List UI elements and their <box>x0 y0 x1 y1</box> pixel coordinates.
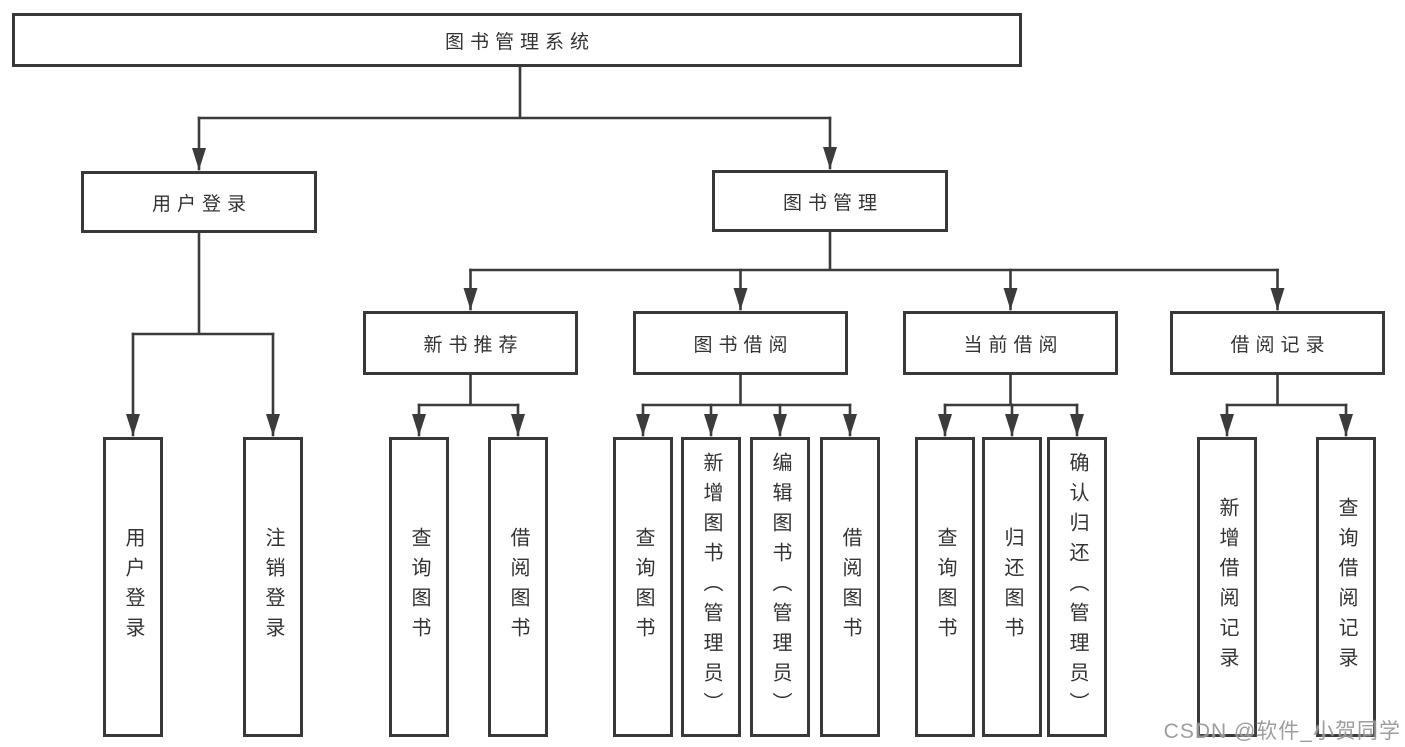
node-user-login: 用户登录 <box>81 171 317 233</box>
leaf-borrow-add-book: 新增图书（管理员） <box>681 437 741 737</box>
node-root: 图书管理系统 <box>12 13 1022 67</box>
leaf-borrow-borrow-book: 借阅图书 <box>820 437 880 737</box>
node-new-book-recommend: 新书推荐 <box>363 311 578 375</box>
connector-current-borrow <box>943 373 1079 407</box>
leaf-logout: 注销登录 <box>243 437 303 737</box>
connector-root <box>197 65 832 120</box>
connector-borrow-records <box>1225 373 1348 407</box>
leaf-borrow-edit-book-label: 编辑图书（管理员） <box>769 452 791 722</box>
leaf-borrow-query-book: 查询图书 <box>613 437 673 737</box>
leaf-records-add-record: 新增借阅记录 <box>1197 437 1257 737</box>
leaf-borrow-borrow-book-label: 借阅图书 <box>839 527 861 647</box>
leaf-user-login: 用户登录 <box>103 437 163 737</box>
leaf-user-login-label: 用户登录 <box>122 527 144 647</box>
leaf-records-query-record: 查询借阅记录 <box>1316 437 1376 737</box>
leaf-records-add-record-label: 新增借阅记录 <box>1216 497 1238 677</box>
node-book-management: 图书管理 <box>712 170 948 232</box>
leaf-current-query-book: 查询图书 <box>915 437 975 737</box>
leaf-recommend-query-book: 查询图书 <box>389 437 449 737</box>
connector-new-book-recommend <box>417 373 520 407</box>
node-current-borrow: 当前借阅 <box>903 311 1118 375</box>
leaf-current-confirm-return: 确认归还（管理员） <box>1047 437 1107 737</box>
connector-book-borrow <box>641 373 852 407</box>
leaf-borrow-edit-book: 编辑图书（管理员） <box>750 437 810 737</box>
leaf-current-return-book-label: 归还图书 <box>1001 527 1023 647</box>
leaf-recommend-borrow-book-label: 借阅图书 <box>507 527 529 647</box>
node-borrow-records: 借阅记录 <box>1170 311 1385 375</box>
leaf-records-query-record-label: 查询借阅记录 <box>1335 497 1357 677</box>
leaf-current-query-book-label: 查询图书 <box>934 527 956 647</box>
watermark: CSDN @软件_小贺同学 <box>1163 720 1401 743</box>
leaf-recommend-query-book-label: 查询图书 <box>408 527 430 647</box>
connector-book-management <box>469 230 1279 272</box>
leaf-recommend-borrow-book: 借阅图书 <box>488 437 548 737</box>
leaf-borrow-query-book-label: 查询图书 <box>632 527 654 647</box>
leaf-borrow-add-book-label: 新增图书（管理员） <box>700 452 722 722</box>
connector-user-login <box>131 231 275 336</box>
node-book-borrow: 图书借阅 <box>633 311 848 375</box>
leaf-logout-label: 注销登录 <box>262 527 284 647</box>
leaf-current-confirm-return-label: 确认归还（管理员） <box>1066 452 1088 722</box>
leaf-current-return-book: 归还图书 <box>982 437 1042 737</box>
